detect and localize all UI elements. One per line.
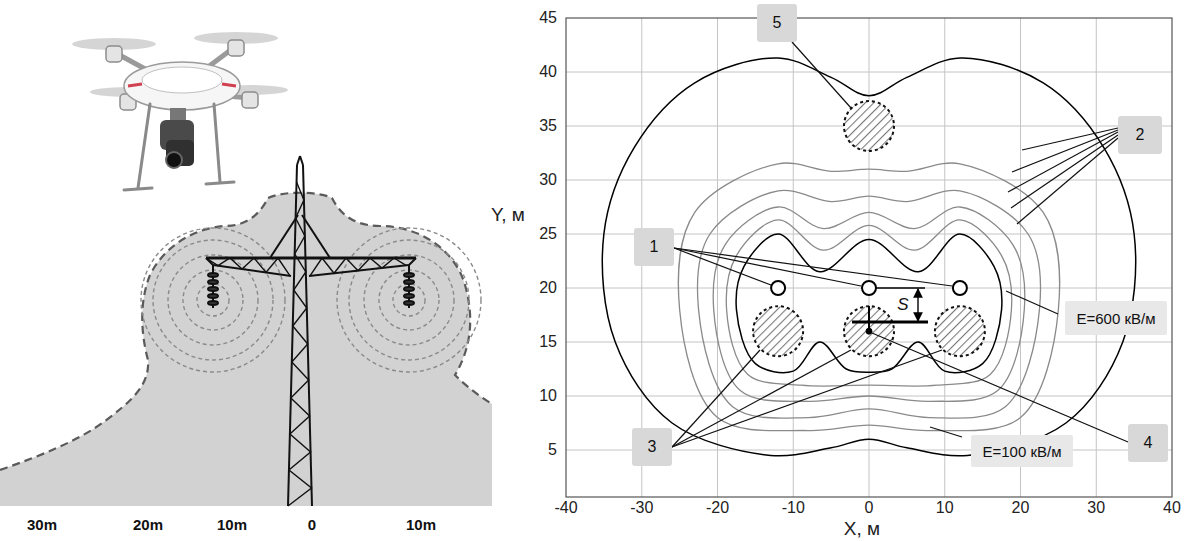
distance-mark: 10m: [406, 517, 436, 534]
box-text: E=100 кВ/м: [982, 443, 1061, 460]
grid-line: [1020, 18, 1021, 497]
leader-line: [674, 248, 861, 286]
leader-line: [1022, 128, 1118, 150]
leader-line: [1006, 291, 1058, 314]
axis-tick-label: -20: [706, 499, 729, 517]
transmission-tower: [206, 156, 416, 506]
grid-line: [793, 18, 794, 497]
hatched-zone: [753, 306, 803, 356]
callout-box: 5: [757, 4, 797, 42]
field-contours: [602, 58, 1135, 456]
leader-line: [1008, 132, 1118, 192]
axis-tick-label: 30: [539, 171, 557, 189]
crossarm-bracing: [206, 258, 290, 276]
axis-title: Y, м: [491, 205, 525, 226]
box-text: 1: [650, 238, 659, 256]
leader-line: [872, 333, 1128, 442]
safe-zones: [753, 101, 985, 356]
hatched-zone: [844, 101, 894, 151]
axis-tick-label: -40: [554, 499, 577, 517]
field-region: [0, 193, 492, 506]
field-value-box: E=100 кВ/м: [971, 435, 1073, 467]
drone-marker: [868, 306, 870, 331]
conductor-symbol: [862, 281, 876, 295]
conductor-symbol: [953, 281, 967, 295]
grid-lines: [566, 72, 1172, 450]
dimension-s: [852, 288, 928, 334]
dimension-arrow: [917, 289, 918, 321]
box-text: 3: [648, 438, 657, 456]
axis-tick-label: -30: [630, 499, 653, 517]
box-text: E=600 кВ/м: [1076, 310, 1155, 327]
axis-tick-label: 20: [539, 279, 557, 297]
grid-line: [944, 18, 945, 497]
grid-line: [566, 180, 1172, 181]
field-contour: [736, 234, 1002, 373]
leader-line: [674, 248, 952, 286]
field-region-outline: [0, 193, 492, 470]
dimension-label: S: [896, 296, 909, 315]
leader-line: [1011, 135, 1118, 208]
axis-tick-label: 25: [539, 225, 557, 243]
axis-tick-label: 35: [539, 117, 557, 135]
leader-lines: [672, 42, 1128, 447]
insulator: [208, 265, 414, 308]
field-plot: [566, 18, 1172, 497]
axis-tick-label: 45: [539, 9, 557, 27]
drone-marker: [866, 328, 872, 334]
leader-line: [672, 350, 760, 447]
crossarm-bracing: [310, 258, 406, 276]
leader-line: [672, 350, 851, 447]
axis-tick-label: 5: [548, 441, 557, 459]
dimension-line: [876, 287, 925, 288]
leader-line: [672, 350, 942, 447]
callout-box: 1: [634, 228, 674, 266]
field-contour: [726, 220, 1011, 386]
grid-line: [1096, 18, 1097, 497]
callout-box: 2: [1118, 116, 1162, 154]
field-contour: [602, 58, 1135, 456]
distance-mark: 30m: [27, 517, 57, 534]
field-contour: [678, 163, 1059, 431]
axis-tick-label: 30: [1087, 499, 1105, 517]
axis-tick-label: 40: [1163, 499, 1181, 517]
field-value-box: E=600 кВ/м: [1065, 301, 1167, 335]
field-rings: [141, 228, 481, 372]
field-contour: [713, 207, 1025, 402]
distance-mark: 10m: [217, 517, 247, 534]
callout-box: 4: [1128, 424, 1168, 462]
leader-line: [930, 427, 962, 437]
hatched-zone: [844, 306, 894, 356]
conductors: [771, 281, 967, 295]
callout-box: 3: [632, 428, 672, 466]
axis-tick-label: 0: [865, 499, 874, 517]
axis-tick-label: 10: [539, 387, 557, 405]
box-text: 2: [1136, 126, 1145, 144]
drone-marker: [852, 320, 928, 323]
leader-line: [792, 42, 851, 108]
box-text: 5: [773, 14, 782, 32]
drone: [72, 32, 288, 190]
leader-line: [674, 248, 771, 285]
grid-line: [566, 72, 1172, 73]
conductor-symbol: [771, 281, 785, 295]
distance-mark: 20m: [133, 517, 163, 534]
axis-tick-label: 10: [936, 499, 954, 517]
axis-tick-label: 40: [539, 63, 557, 81]
distance-mark: 0: [308, 517, 316, 534]
plot-frame: [566, 18, 1172, 497]
hatched-zone: [935, 306, 985, 356]
grid-lines: [642, 18, 1097, 497]
axis-tick-label: 20: [1012, 499, 1030, 517]
leader-line: [1017, 138, 1118, 224]
field-contour: [697, 190, 1040, 418]
axis-title: X, м: [844, 519, 880, 540]
axis-tick-label: -10: [782, 499, 805, 517]
axis-tick-label: 15: [539, 333, 557, 351]
box-text: 4: [1144, 434, 1153, 452]
tower-bracing: [288, 182, 312, 506]
